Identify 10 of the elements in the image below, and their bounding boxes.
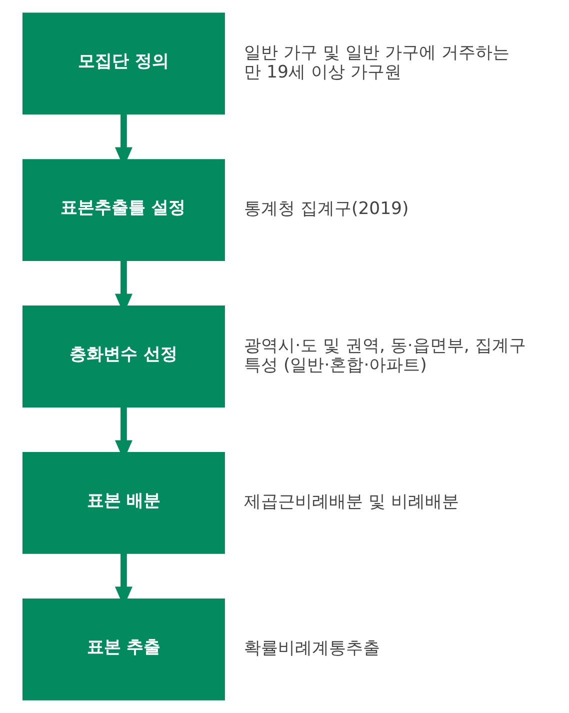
node-box: 모집단 정의: [22, 12, 225, 115]
node-box: 표본 추출: [22, 598, 225, 700]
node-box: 표본추출틀 설정: [22, 159, 225, 261]
node-box: 표본 배분: [22, 452, 225, 554]
node-box: 층화변수 선정: [22, 306, 225, 408]
node-label: 광역시·도 및 권역, 동·읍면부, 집계구 특성 (일반·혼합·아파트): [244, 336, 526, 376]
node-label: 일반 가구 및 일반 가구에 거주하는 만 19세 이상 가구원: [244, 43, 510, 82]
node-label: 확률비례계통추출: [244, 638, 380, 659]
node-label: 통계청 집계구(2019): [244, 199, 409, 220]
node-label: 제곱근비례배분 및 비례배분: [244, 492, 459, 512]
